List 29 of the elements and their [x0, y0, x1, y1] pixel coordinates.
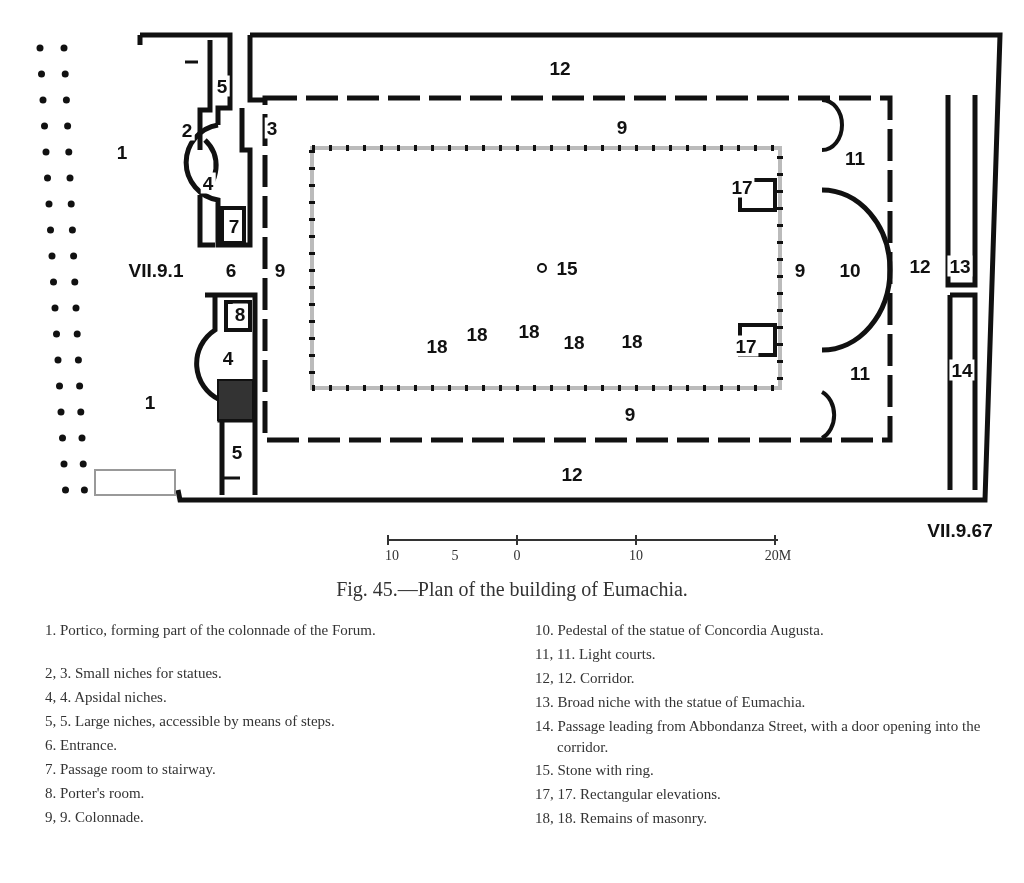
room-number: 17 — [733, 335, 759, 357]
legend-entry: 14. Passage leading from Abbondanza Street, with a door opening into the corridor. — [535, 717, 982, 757]
legend-entry: 4, 4. Apsidal niches. — [45, 688, 168, 707]
scale-number: 10 — [629, 549, 643, 563]
scale-number: 0 — [513, 549, 521, 563]
scale-number: 10 — [385, 549, 399, 563]
legend-entry: 12, 12. Corridor. — [535, 669, 636, 688]
legend-entry: 10. Pedestal of the statue of Concordia Augusta. — [535, 621, 825, 640]
legend-entry: 15. Stone with ring. — [535, 761, 655, 780]
scale-number: 20M — [764, 549, 792, 563]
legend-entry: 11, 11. Light courts. — [535, 645, 657, 664]
legend-entry: 7. Passage room to stairway. — [45, 760, 217, 779]
room-number: 17 — [729, 176, 755, 198]
legend-entry: 17, 17. Rectangular elevations. — [535, 785, 722, 804]
legend-entry: 2, 3. Small niches for statues. — [45, 664, 223, 683]
legend-entry: 8. Porter's room. — [45, 784, 146, 803]
room-number: 5 — [214, 75, 230, 97]
room-number: 3 — [264, 117, 280, 139]
legend-entry: 9, 9. Colonnade. — [45, 808, 145, 827]
room-number: 14 — [949, 359, 975, 381]
legend-entry: 6. Entrance. — [45, 736, 119, 755]
figure-caption: Fig. 45.—Plan of the building of Eumachia. — [335, 578, 689, 601]
legend-entry: 18, 18. Remains of masonry. — [535, 809, 708, 828]
legend-entry: 13. Broad niche with the statue of Eumachia. — [535, 693, 807, 712]
room-number: 13 — [947, 255, 973, 277]
scale-number: 5 — [451, 549, 459, 563]
legend-entry: 1. Portico, forming part of the colonnade of the Forum. — [45, 621, 377, 640]
room-number: 4 — [200, 172, 216, 194]
legend-entry: 5, 5. Large niches, accessible by means of steps. — [45, 712, 336, 731]
